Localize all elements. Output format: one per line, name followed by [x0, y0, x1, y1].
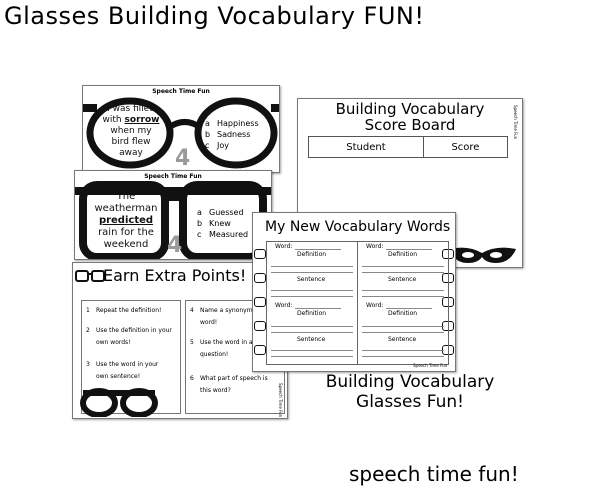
sentence-label: Sentence [388, 276, 417, 283]
sentence-label: Sentence [297, 276, 326, 283]
glasses-icon [254, 321, 266, 331]
word-label: Word: [366, 302, 384, 309]
glasses-frame-icon [75, 181, 271, 259]
definition-label: Definition [297, 251, 327, 258]
column-score: Score [422, 136, 509, 158]
vocab-column-left: Word: Definition Sentence Word: Definiti… [266, 241, 358, 365]
vocabulary-sheet-title: My New Vocabulary Words [265, 219, 451, 235]
glasses-icon [80, 388, 158, 417]
sentence-label: Sentence [297, 336, 326, 343]
side-label: Speech Time Fun [278, 383, 283, 418]
page-title: Glasses Building Vocabulary FUN! [4, 2, 425, 30]
column-student: Student [308, 136, 424, 158]
extra-points-title: Earn Extra Points! [103, 266, 247, 285]
definition-label: Definition [297, 310, 327, 317]
score-board-title: Building Vocabulary Score Board [335, 100, 485, 134]
vocab-card-predicted: Speech Time Fun The weatherman predicted… [74, 170, 272, 260]
sentence-start: I was filled with [102, 104, 155, 125]
card-number: 4 [167, 233, 183, 258]
card-sentence: The weatherman predicted rain for the we… [91, 191, 161, 251]
word-label: Word: [366, 243, 384, 250]
footer-text: speech time fun! [349, 462, 519, 486]
word-label: Word: [275, 302, 293, 309]
card-number: 4 [175, 146, 191, 171]
mask-icon [450, 247, 516, 263]
glasses-icon [254, 273, 266, 283]
side-label: Speech Time Fun [513, 105, 518, 140]
card-header: Speech Time Fun [144, 173, 202, 180]
glasses-icon [254, 297, 266, 307]
target-word: sorrow [124, 115, 160, 125]
sentence-start: The weatherman [94, 191, 158, 214]
card-header: Speech Time Fun [152, 88, 210, 95]
sentence-end: when my bird flew away [110, 126, 152, 158]
glasses-frame-icon [83, 97, 279, 169]
word-label: Word: [275, 243, 293, 250]
glasses-fun-caption: Building Vocabulary Glasses Fun! [325, 372, 495, 412]
sentence-end: rain for the weekend [98, 227, 154, 250]
table-header-row: Student Score [308, 136, 509, 158]
card-sentence: I was filled with sorrow when my bird fl… [101, 104, 161, 159]
score-table: Student Score [308, 136, 509, 158]
definition-label: Definition [388, 310, 418, 317]
vocabulary-words-sheet: My New Vocabulary Words Word: Definition… [252, 212, 456, 372]
definition-label: Definition [388, 251, 418, 258]
vocab-column-right: Word: Definition Sentence Word: Definiti… [357, 241, 449, 365]
vocab-card-sorrow: Speech Time Fun I was filled with sorrow… [82, 85, 280, 173]
target-word: predicted [98, 215, 154, 226]
sheet-footer: Speech Time Fun [413, 363, 448, 368]
sentence-label: Sentence [388, 336, 417, 343]
glasses-icon [254, 249, 266, 259]
glasses-icon [254, 345, 266, 355]
glasses-icon [75, 270, 105, 282]
